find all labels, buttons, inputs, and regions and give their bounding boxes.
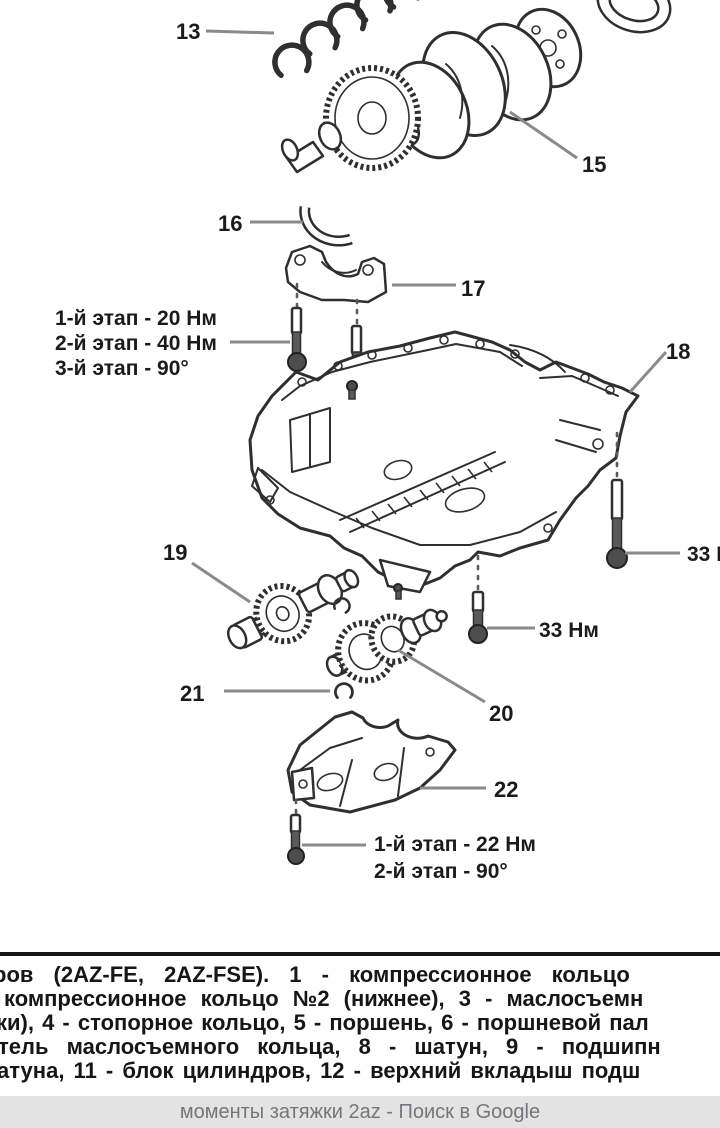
viewer-caption-bar[interactable]: моменты затяжки 2az - Поиск в Google	[0, 1096, 720, 1128]
housing-bolt	[287, 798, 305, 865]
engine-exploded-diagram-image[interactable]: 13 15 16 17 18 19 20 21 22 1-й этап - 20…	[0, 0, 720, 952]
bearing-cap-bolt-left	[287, 282, 307, 372]
figure-caption-block: ров (2AZ-FE, 2AZ-FSE). 1 - компрессионно…	[0, 952, 720, 1096]
part-label-16: 16	[218, 211, 242, 236]
torque-pan-mid: 33 Нм	[539, 619, 599, 642]
torque-housing-step2: 2-й этап - 90°	[374, 860, 508, 883]
torque-main-step3: 3-й этап - 90°	[55, 357, 189, 380]
leader-lines	[191, 29, 680, 847]
c-clip-drawing	[334, 682, 354, 699]
part-label-17: 17	[461, 276, 485, 301]
viewer-caption-text: моменты затяжки 2az - Поиск в Google	[179, 1100, 541, 1123]
clip-upper-drawing	[333, 597, 351, 614]
part-label-18: 18	[666, 339, 690, 364]
caption-line: ров (2AZ-FE, 2AZ-FSE). 1 - компрессионно…	[0, 962, 630, 987]
rear-oil-seal-drawing	[596, 0, 672, 34]
pan-bolt-right	[606, 431, 628, 569]
balance-shaft-2-drawing	[325, 608, 448, 684]
upper-bearing-shells-drawing	[272, 0, 422, 79]
balance-shaft-1-drawing	[227, 568, 360, 650]
part-label-13: 13	[176, 19, 200, 44]
part-label-19: 19	[163, 540, 187, 565]
torque-main-step1: 1-й этап - 20 Нм	[55, 307, 217, 330]
oil-pan-drawing	[248, 330, 640, 600]
caption-line: компрессионное кольцо №2 (нижнее), 3 - м…	[4, 986, 644, 1011]
torque-housing-step1: 1-й этап - 22 Нм	[374, 833, 536, 856]
balance-shaft-housing-drawing	[286, 710, 457, 814]
pan-small-bolt	[346, 380, 358, 400]
caption-line: атуна, 11 - блок цилиндров, 12 - верхний…	[0, 1058, 641, 1083]
part-label-21: 21	[180, 681, 204, 706]
part-label-15: 15	[582, 152, 606, 177]
torque-main-step2: 2-й этап - 40 Нм	[55, 332, 217, 355]
pan-bolt-middle	[468, 554, 488, 644]
torque-pan-right: 33 Н	[687, 543, 720, 566]
caption-line: ки), 4 - стопорное кольцо, 5 - поршень, …	[0, 1010, 649, 1035]
part-label-22: 22	[494, 777, 518, 802]
main-bearing-cap-drawing	[284, 244, 388, 304]
part-label-20: 20	[489, 701, 513, 726]
crankshaft-drawing	[280, 0, 672, 174]
lower-bearing-shell-drawing	[299, 206, 353, 247]
caption-line: тель маслосъемного кольца, 8 - шатун, 9 …	[0, 1034, 661, 1059]
